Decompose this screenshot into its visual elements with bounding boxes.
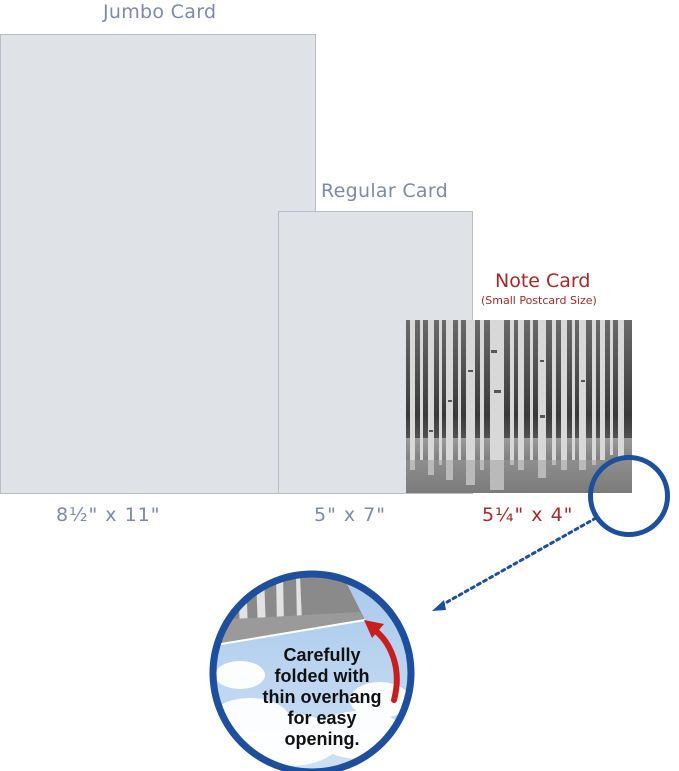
regular-card-size: 5" x 7"	[314, 504, 386, 526]
callout-line: for easy	[287, 708, 357, 728]
callout-line: thin overhang	[262, 687, 382, 707]
regular-card-label: Regular Card	[321, 180, 448, 202]
callout-line: opening.	[284, 729, 360, 749]
callout-text: Carefully folded with thin overhang for …	[247, 645, 397, 750]
note-card-label: Note Card	[495, 270, 591, 292]
callout-line: folded with	[274, 666, 370, 686]
zoom-indicator-circle	[588, 455, 670, 537]
jumbo-card-label: Jumbo Card	[103, 1, 217, 23]
note-card-sublabel: (Small Postcard Size)	[481, 294, 597, 307]
callout-line: Carefully	[283, 645, 361, 665]
jumbo-card	[0, 34, 316, 494]
note-card-size: 5¼" x 4"	[482, 504, 574, 526]
jumbo-card-size: 8½" x 11"	[56, 504, 161, 526]
dotted-connector	[438, 516, 598, 608]
connector-arrowhead	[432, 600, 446, 611]
